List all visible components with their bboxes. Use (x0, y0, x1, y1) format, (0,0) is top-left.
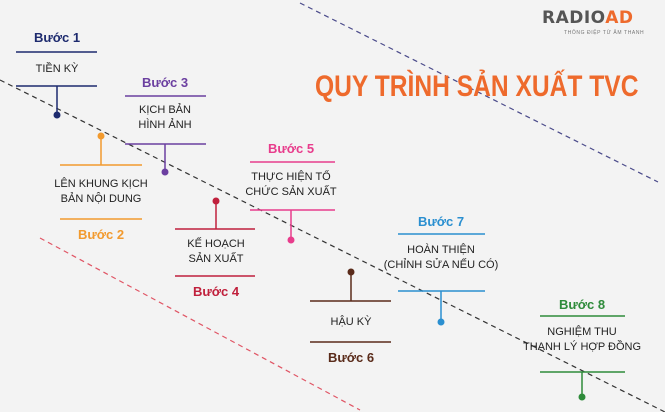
step-3-text: KỊCH BẢN HÌNH ẢNH (138, 103, 191, 133)
logo-main-text: RADIO (542, 8, 606, 28)
step-5-text: THỰC HIỆN TỔ CHỨC SẢN XUẤT (245, 170, 336, 200)
timeline-line (0, 79, 665, 412)
step-5-text-line-2: CHỨC SẢN XUẤT (245, 186, 337, 198)
logo-tagline: THÔNG ĐIỆP TỪ ÂM THANH (564, 30, 645, 36)
step-2-text-line-1: LÊN KHUNG KỊCH (54, 178, 148, 190)
step-6-label: Bước 6 (327, 350, 375, 365)
step-8-text-line-1: NGHIỆM THU (547, 326, 617, 338)
page-title: QUY TRÌNH SẢN XUẤT TVC (315, 70, 639, 103)
deco-dashed-line-top (299, 2, 659, 183)
radioad-logo: RADIOAD THÔNG ĐIỆP TỪ ÂM THANH (542, 6, 657, 40)
step-4-connector (175, 197, 255, 277)
step-6-text-line-1: HẬU KỲ (330, 316, 372, 328)
step-5-connector (250, 161, 335, 244)
step-8-label: Bước 8 (558, 297, 606, 312)
deco-dashed-line-bottom (39, 237, 361, 411)
step-7-text-line-1: HOÀN THIỆN (407, 244, 475, 256)
step-1-connector (16, 51, 97, 119)
step-3-label: Bước 3 (141, 75, 189, 90)
step-3-text-line-1: KỊCH BẢN (139, 104, 191, 116)
step-4-label: Bước 4 (192, 284, 240, 299)
step-2-text-line-2: BẢN NỘI DUNG (60, 193, 142, 205)
step-4-text-line-1: KẾ HOẠCH (187, 238, 245, 250)
step-7-label: Bước 7 (417, 214, 465, 229)
step-1-text: TIỀN KỲ (36, 62, 79, 77)
logo-wordmark: RADIOAD (542, 8, 633, 28)
logo-accent-text: AD (605, 8, 634, 28)
step-5-text-line-1: THỰC HIỆN TỔ (251, 171, 331, 183)
step-8-text: NGHIỆM THU THANH LÝ HỢP ĐỒNG (523, 325, 641, 355)
step-3-connector (125, 95, 206, 176)
step-7-text: HOÀN THIỆN (CHỈNH SỬA NẾU CÓ) (384, 243, 499, 273)
step-4-text-line-2: SẢN XUẤT (188, 253, 244, 265)
step-2-text: LÊN KHUNG KỊCH BẢN NỘI DUNG (54, 177, 148, 207)
step-6-connector (310, 268, 391, 343)
step-2-label: Bước 2 (77, 227, 125, 242)
step-4-text: KẾ HOẠCH SẢN XUẤT (187, 237, 244, 267)
step-7-connector (398, 233, 485, 326)
step-6-text: HẬU KỲ (331, 315, 372, 330)
step-5-label: Bước 5 (267, 141, 315, 156)
step-2-connector (60, 132, 142, 220)
step-7-text-line-2: (CHỈNH SỬA NẾU CÓ) (383, 259, 499, 271)
step-3-text-line-2: HÌNH ẢNH (138, 119, 192, 131)
step-1-label: Bước 1 (33, 30, 81, 45)
step-8-text-line-2: THANH LÝ HỢP ĐỒNG (522, 341, 642, 353)
step-8-connector (540, 315, 625, 401)
step-1-text-line-1: TIỀN KỲ (35, 63, 79, 75)
